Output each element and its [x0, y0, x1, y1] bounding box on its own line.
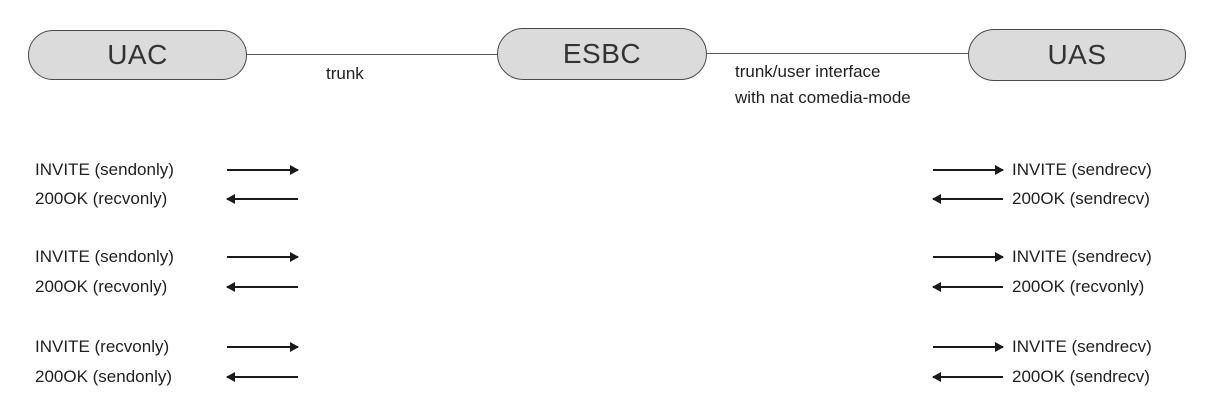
arrow-right-icon	[227, 166, 299, 174]
node-uac: UAC	[28, 30, 247, 80]
arrow-right-icon	[227, 253, 299, 261]
message-row-left-1: INVITE (sendonly)	[35, 160, 299, 180]
message-label: INVITE (recvonly)	[35, 337, 170, 356]
message-row-left-2: 200OK (recvonly)	[35, 189, 298, 209]
message-label: INVITE (sendrecv)	[1012, 337, 1152, 356]
arrow-right-icon	[933, 343, 1004, 351]
node-esbc-label: ESBC	[562, 38, 642, 69]
message-row-left-4: 200OK (recvonly)	[35, 277, 298, 297]
node-uas: UAS	[968, 29, 1186, 81]
message-row-left-6: 200OK (sendonly)	[35, 367, 298, 387]
message-label: INVITE (sendrecv)	[1012, 247, 1152, 266]
arrow-right-icon	[227, 343, 299, 351]
message-label: 200OK (recvonly)	[1012, 277, 1145, 296]
message-row-right-6: 200OK (sendrecv)	[932, 367, 1189, 387]
link-uac-esbc	[247, 54, 497, 56]
link-label-line1: trunk/user interface	[735, 62, 881, 81]
link-label-trunk: trunk	[326, 64, 364, 83]
message-label: 200OK (recvonly)	[35, 277, 168, 296]
link-label-trunk-user-interface: trunk/user interface with nat comedia-mo…	[735, 59, 911, 111]
arrow-left-icon	[932, 373, 1003, 381]
arrow-right-icon	[933, 166, 1004, 174]
message-row-left-3: INVITE (sendonly)	[35, 247, 299, 267]
message-row-right-2: 200OK (sendrecv)	[932, 189, 1189, 209]
message-row-right-5: INVITE (sendrecv)	[933, 337, 1189, 357]
message-row-right-4: 200OK (recvonly)	[932, 277, 1189, 297]
message-label: INVITE (sendonly)	[35, 160, 174, 179]
arrow-left-icon	[932, 195, 1003, 203]
node-uac-label: UAC	[107, 39, 168, 70]
arrow-left-icon	[226, 195, 298, 203]
message-row-right-3: INVITE (sendrecv)	[933, 247, 1189, 267]
message-label: 200OK (sendonly)	[35, 367, 173, 386]
link-esbc-uas	[707, 53, 968, 55]
message-row-right-1: INVITE (sendrecv)	[933, 160, 1189, 180]
arrow-left-icon	[226, 373, 298, 381]
link-label-line2: with nat comedia-mode	[735, 88, 911, 107]
arrow-left-icon	[932, 283, 1003, 291]
message-label: INVITE (sendrecv)	[1012, 160, 1152, 179]
node-esbc: ESBC	[497, 28, 707, 80]
message-label: INVITE (sendonly)	[35, 247, 174, 266]
message-label: 200OK (recvonly)	[35, 189, 168, 208]
message-label: 200OK (sendrecv)	[1012, 367, 1150, 386]
arrow-right-icon	[933, 253, 1004, 261]
node-uas-label: UAS	[1047, 39, 1107, 70]
message-label: 200OK (sendrecv)	[1012, 189, 1150, 208]
message-row-left-5: INVITE (recvonly)	[35, 337, 299, 357]
arrow-left-icon	[226, 283, 298, 291]
